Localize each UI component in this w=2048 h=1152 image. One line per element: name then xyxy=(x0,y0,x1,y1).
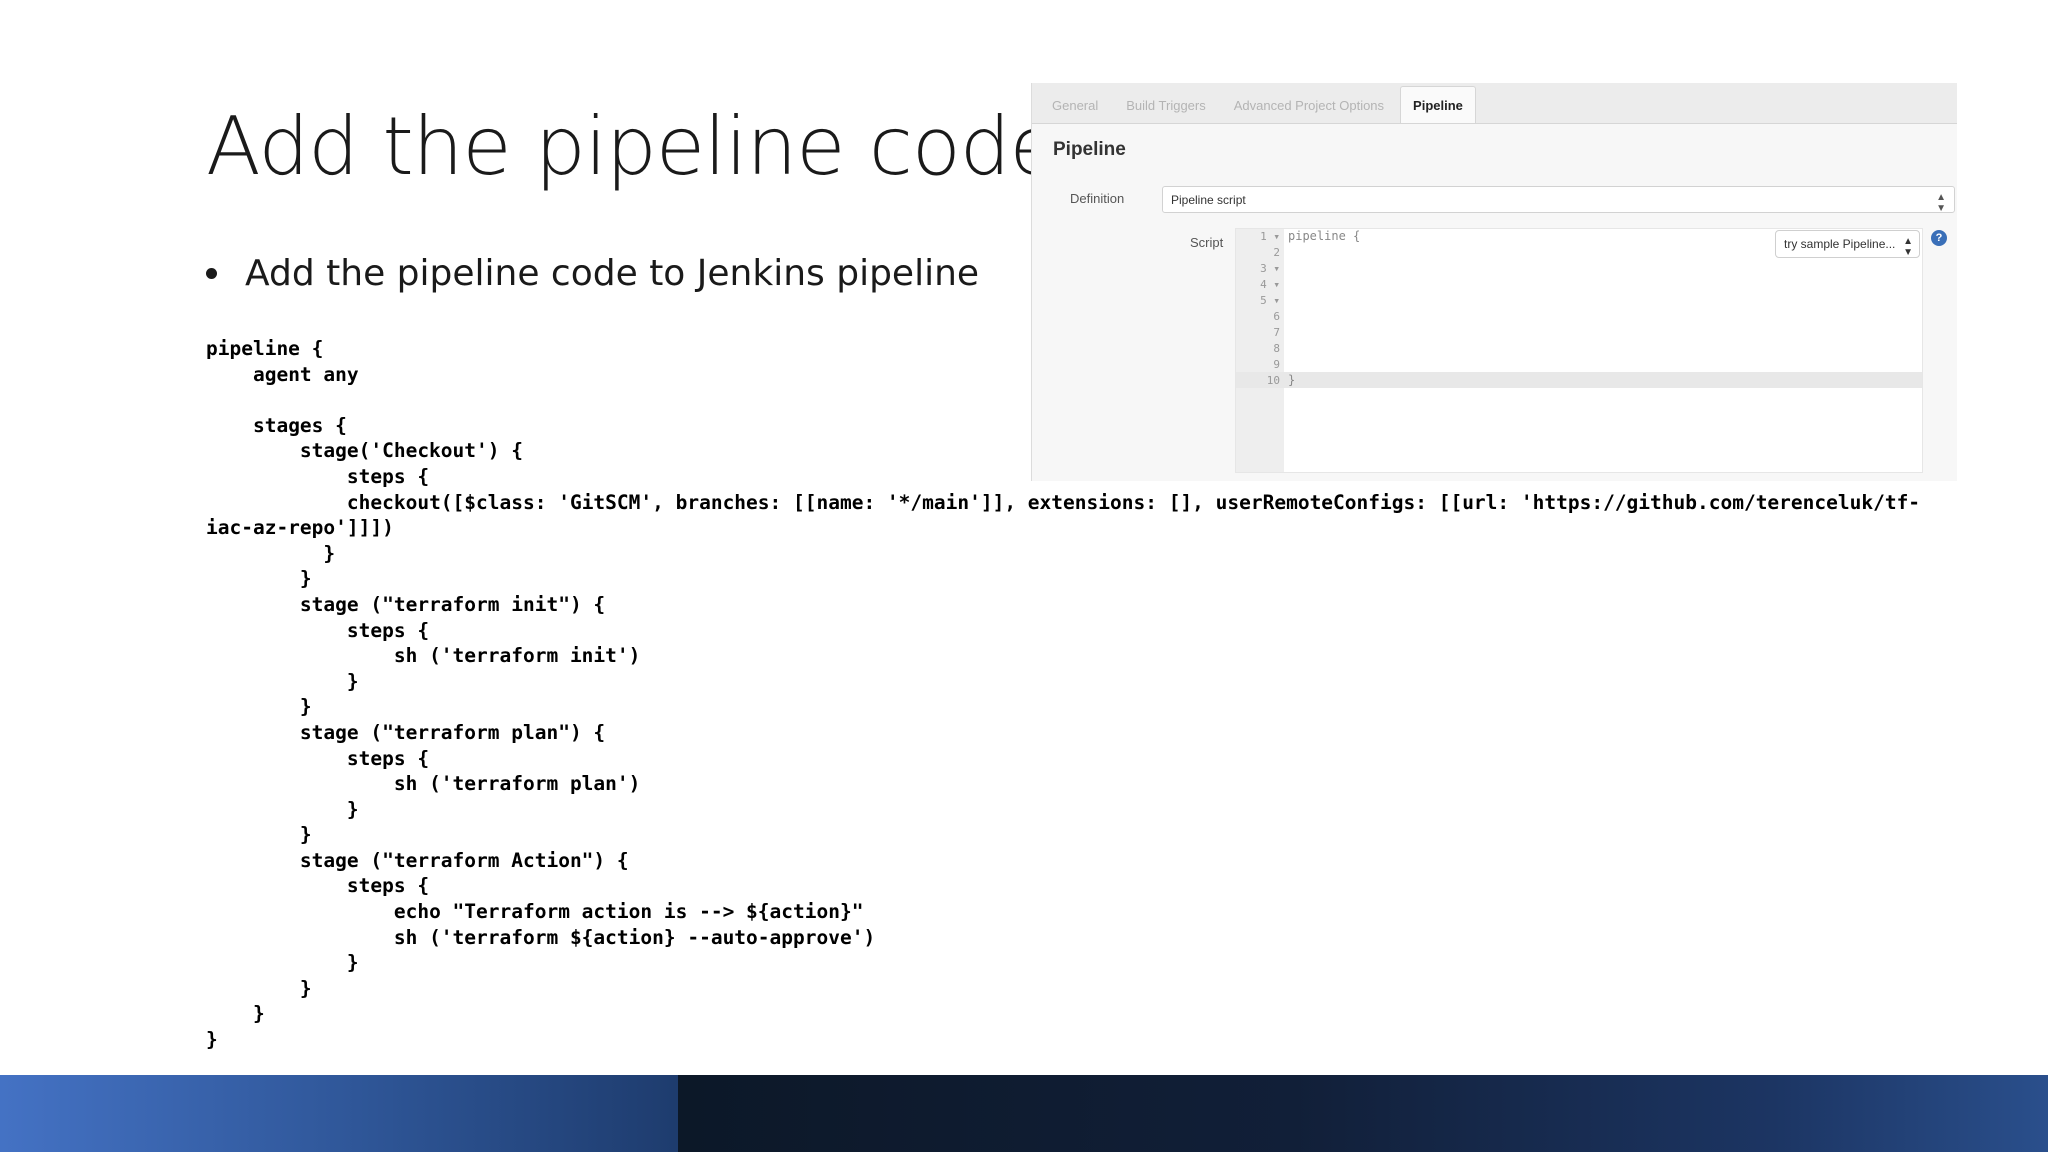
bullet-text: Add the pipeline code to Jenkins pipelin… xyxy=(245,253,980,294)
try-sample-label: try sample Pipeline... xyxy=(1784,237,1896,251)
help-icon[interactable]: ? xyxy=(1931,230,1947,246)
tab-build-triggers[interactable]: Build Triggers xyxy=(1126,98,1206,113)
script-label: Script xyxy=(1190,235,1224,250)
bullet-dot-icon xyxy=(206,268,217,279)
pipeline-code-block: pipeline { agent any stages { stage('Che… xyxy=(206,337,1921,1052)
line-number: 4 ▾ xyxy=(1260,278,1280,291)
line-number: 10 xyxy=(1266,374,1280,387)
select-arrows-icon: ▲▼ xyxy=(1936,192,1946,214)
footer-band-left xyxy=(0,1075,678,1152)
line-number: 2 xyxy=(1273,246,1280,259)
line-number-gutter xyxy=(1236,229,1284,472)
line-number: 8 xyxy=(1273,342,1280,355)
footer-band-right xyxy=(678,1075,2048,1152)
line-number: 9 xyxy=(1273,358,1280,371)
definition-label: Definition xyxy=(1070,191,1125,206)
bullet-item: Add the pipeline code to Jenkins pipelin… xyxy=(206,253,979,294)
tab-pipeline[interactable]: Pipeline xyxy=(1400,86,1476,123)
slide-title: Add the pipeline code xyxy=(206,100,1059,193)
editor-line-10: } xyxy=(1288,373,1296,387)
tab-advanced-project-options[interactable]: Advanced Project Options xyxy=(1233,98,1385,113)
tab-bar: General Build Triggers Advanced Project … xyxy=(1032,83,1957,124)
section-title: Pipeline xyxy=(1053,139,1126,160)
definition-value: Pipeline script xyxy=(1171,193,1246,207)
active-line-highlight xyxy=(1236,372,1922,388)
definition-select[interactable]: Pipeline script ▲▼ xyxy=(1162,186,1955,214)
try-sample-pipeline-select[interactable]: try sample Pipeline... ▲▼ xyxy=(1775,230,1920,258)
select-arrows-icon: ▲▼ xyxy=(1903,236,1913,258)
line-number: 7 xyxy=(1273,326,1280,339)
line-number: 3 ▾ xyxy=(1260,262,1280,275)
script-editor[interactable]: 1 ▾ 2 3 ▾ 4 ▾ 5 ▾ 6 7 8 9 10 pipeline { … xyxy=(1235,228,1923,473)
editor-line-1: pipeline { xyxy=(1288,229,1361,243)
tab-general[interactable]: General xyxy=(1052,98,1099,113)
line-number: 1 ▾ xyxy=(1260,230,1280,243)
line-number: 6 xyxy=(1273,310,1280,323)
jenkins-screenshot: General Build Triggers Advanced Project … xyxy=(1031,83,1957,481)
line-number: 5 ▾ xyxy=(1260,294,1280,307)
